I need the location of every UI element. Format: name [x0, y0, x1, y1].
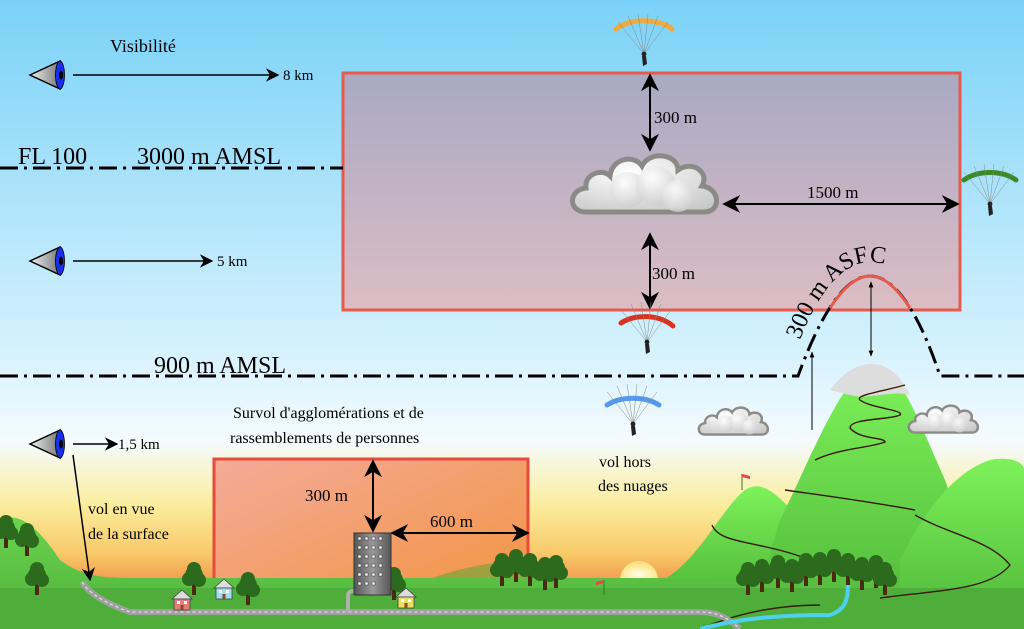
surface-sight-arrow	[72, 454, 96, 582]
visibility-1-5km-label: 1,5 km	[118, 437, 160, 453]
visibility-heading: Visibilité	[110, 36, 176, 56]
visibility-5km-label: 5 km	[217, 254, 248, 270]
mountain-right	[900, 458, 1024, 600]
out-of-clouds-label-line2: des nuages	[598, 478, 668, 495]
foreground-grass	[0, 588, 1024, 629]
paraglider-green	[961, 163, 1019, 217]
paraglider-red	[618, 301, 676, 355]
congested-horizontal-label: 600 m	[430, 512, 473, 531]
asfc-zone-edge	[828, 274, 912, 309]
congested-vertical-label: 300 m	[305, 486, 348, 505]
windsock-icon	[741, 474, 750, 490]
surface-sight-label-line2: de la surface	[88, 526, 169, 543]
paraglider-blue	[604, 383, 662, 437]
amsl3000-label: 3000 m AMSL	[137, 144, 281, 170]
cloud-horizontal-label: 1500 m	[807, 183, 858, 202]
congested-title-line2: rassemblements de personnes	[230, 430, 419, 447]
cloud-above-label: 300 m	[654, 108, 697, 127]
out-of-clouds-label-line1: vol hors	[599, 454, 651, 471]
amsl900-label: 900 m AMSL	[154, 353, 286, 379]
cloud-below-label: 300 m	[652, 264, 695, 283]
road-branch	[346, 589, 355, 612]
windsock-icon	[596, 580, 605, 595]
paraglider-orange	[613, 13, 675, 67]
tree-group-lower	[490, 549, 568, 590]
sun	[620, 561, 658, 580]
visibility-8km-label: 8 km	[283, 68, 314, 84]
congested-title-line1: Survol d'agglomérations et de	[233, 405, 424, 422]
river	[699, 584, 850, 629]
apartment-building	[353, 532, 392, 596]
fl100-label: FL 100	[18, 144, 87, 170]
surface-sight-label-line1: vol en vue	[88, 501, 155, 518]
